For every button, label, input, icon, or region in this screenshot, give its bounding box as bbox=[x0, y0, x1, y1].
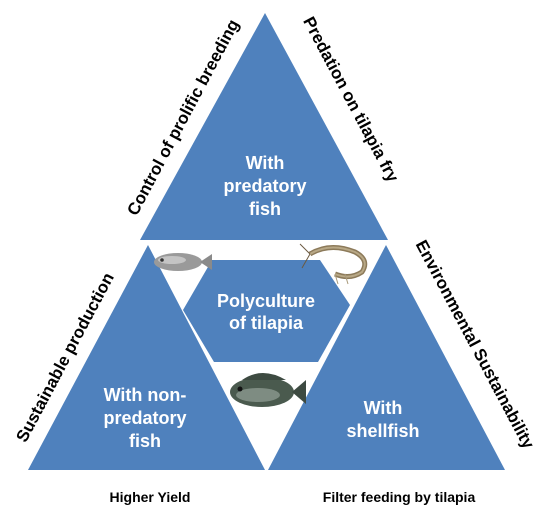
top-triangle-label-line2: predatory bbox=[223, 176, 306, 196]
right-triangle-label-line1: With bbox=[364, 398, 403, 418]
bottom-label-right: Filter feeding by tilapia bbox=[323, 489, 476, 505]
right-triangle-label-line2: shellfish bbox=[346, 421, 419, 441]
left-triangle-label-line3: fish bbox=[129, 431, 161, 451]
top-triangle-label-line3: fish bbox=[249, 199, 281, 219]
bottom-label-left: Higher Yield bbox=[110, 489, 191, 505]
left-triangle-label-line1: With non- bbox=[104, 385, 187, 405]
center-label-line1: Polyculture bbox=[217, 291, 315, 311]
fish-silhouette-icon bbox=[154, 253, 212, 271]
left-triangle-label-line2: predatory bbox=[103, 408, 186, 428]
center-label-line2: of tilapia bbox=[229, 313, 304, 333]
top-triangle-label-line1: With bbox=[246, 153, 285, 173]
tilapia-fish-icon bbox=[230, 373, 306, 407]
center-hexagon bbox=[183, 260, 350, 362]
